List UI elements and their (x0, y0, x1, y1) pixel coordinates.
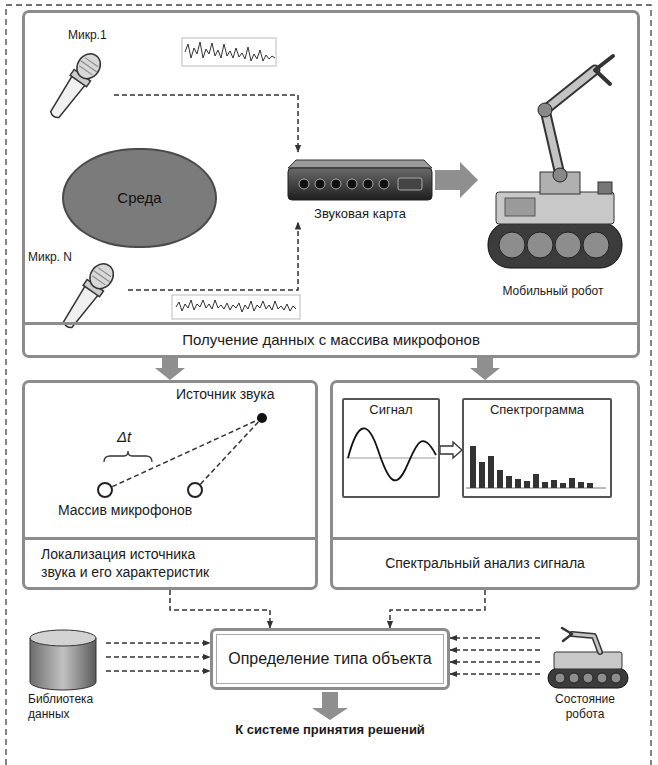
source-label: Источник звука (176, 386, 274, 403)
environment-shape: Среда (62, 148, 217, 248)
node-text: Спектрограмма (464, 402, 610, 418)
block-arrow (435, 162, 478, 198)
dashed-connector (114, 95, 298, 152)
label-band: Получение данных с массива микрофонов (25, 322, 637, 355)
microphone: Микр. N (28, 250, 128, 327)
dashed-connector (450, 649, 540, 651)
array-label: Массив микрофонов (58, 502, 192, 519)
spectrogram-box: Спектрограмма (462, 398, 612, 498)
spectrogram-plot (466, 446, 606, 488)
robot-state-picture (548, 628, 628, 688)
dashed-connector (390, 590, 485, 628)
signal-box: Сигнал (342, 398, 440, 498)
database-cylinder (30, 630, 96, 690)
sound-card-picture (288, 160, 432, 200)
node-text: Сигнал (344, 402, 438, 418)
dashed-connector (106, 670, 210, 672)
node-text: Получение данных с массива микрофонов (182, 331, 480, 350)
dashed-connector (450, 661, 540, 663)
dashed-connector (106, 642, 210, 644)
classification-box: Определение типа объекта (210, 628, 450, 690)
block-arrow (470, 358, 500, 380)
node-text: Среда (117, 189, 161, 208)
microphone: Микр.1 (32, 28, 114, 123)
node-text: Библиотека данных (28, 692, 106, 722)
label-band: Локализация источника звука и его характ… (25, 537, 315, 587)
node-text: Мобильный робот (478, 284, 628, 299)
waveform (172, 295, 300, 319)
label-band: Спектральный анализ сигнала (333, 537, 637, 587)
hollow-arrow (440, 442, 462, 458)
node-text: Определение типа объекта (228, 649, 432, 669)
node-text: Микр. N (28, 250, 128, 265)
node-text: Локализация источника звука и его характ… (41, 546, 231, 581)
robot-picture (488, 56, 622, 268)
sound-card: Звуковая карта (285, 152, 435, 222)
spectral-panel: Спектральный анализ сигнала Сигнал Спектро… (330, 380, 640, 590)
node-text: Спектральный анализ сигнала (385, 555, 585, 573)
dashed-connector (170, 590, 270, 628)
dashed-connector (450, 673, 540, 675)
node-text: Состояние робота (540, 692, 630, 722)
localization-panel: Локализация источника звука и его характ… (22, 380, 318, 590)
microphone-icon (45, 49, 105, 122)
mobile-robot: Мобильный робот (478, 38, 628, 299)
robot-state: Состояние робота (540, 626, 630, 722)
delay-label: Δt (117, 428, 131, 446)
data-library: Библиотека данных (28, 628, 106, 722)
output-arrow (312, 692, 348, 720)
node-text: Звуковая карта (285, 206, 435, 222)
dashed-frame (6, 5, 651, 765)
microphone-array-figure (98, 413, 267, 497)
panel: Получение данных с массива микрофонов Мик… (22, 10, 640, 358)
node-text: Микр.1 (68, 28, 114, 43)
dashed-connector (450, 637, 540, 639)
dashed-connector (106, 656, 210, 658)
output-label: К системе принятия решений (235, 722, 425, 738)
signal-plot (346, 428, 436, 480)
block-arrow (155, 358, 185, 380)
waveform (182, 38, 276, 66)
